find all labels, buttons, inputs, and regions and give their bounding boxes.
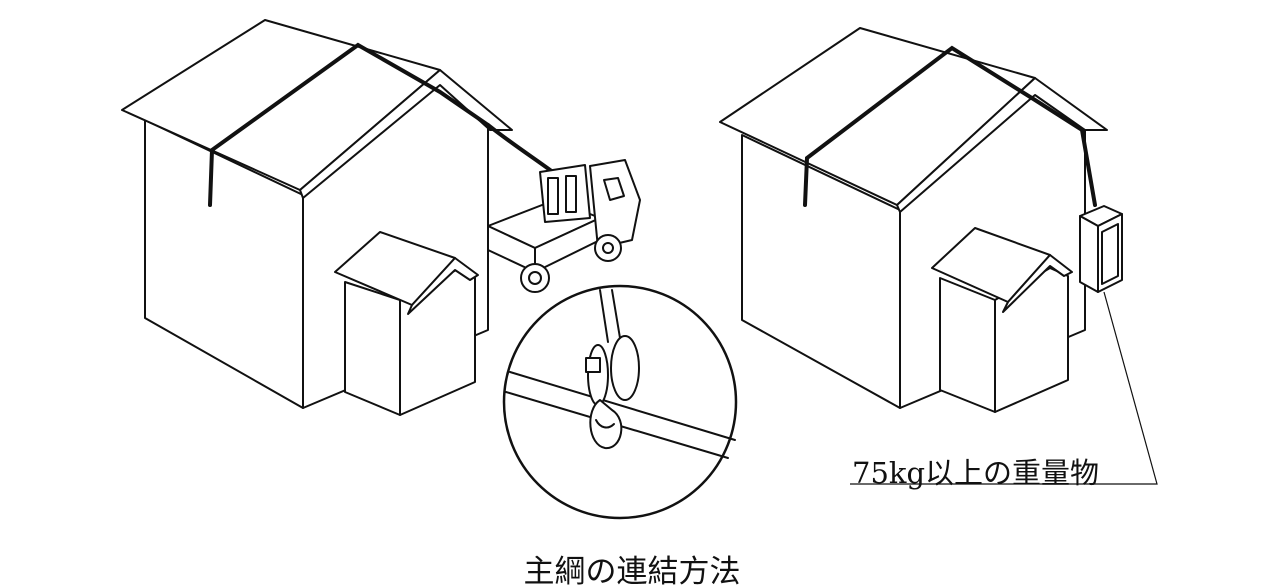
heavy-object [1079, 205, 1123, 293]
weight-box-side [1079, 215, 1099, 293]
truck-headboard-slot-2 [565, 175, 577, 213]
detail-circle [502, 284, 738, 520]
detail-bar-top [509, 371, 736, 441]
truck-headboard-slot-1 [547, 177, 559, 215]
right-main-rope [803, 45, 1097, 207]
detail-loop-knot [610, 335, 640, 401]
left-main-rope [208, 42, 490, 207]
truck-rear-wheel [520, 263, 550, 293]
left-house [121, 19, 572, 416]
right-annex-roof-edge [1002, 254, 1073, 313]
right-house-roof-far [896, 77, 1108, 213]
weight-box-front [1097, 213, 1123, 293]
truck-cab [589, 159, 641, 249]
left-annex-front [344, 281, 401, 416]
right-annex-front [939, 277, 996, 413]
left-house-roof-far [299, 69, 513, 199]
left-annex-roof-edge [407, 257, 479, 315]
truck-window [603, 177, 625, 201]
truck-front-wheel [594, 234, 622, 262]
truck [487, 159, 641, 293]
weight-note-label: 75kg以上の重量物 [852, 456, 1100, 490]
carabiner-icon [587, 344, 609, 406]
right-house [719, 27, 1108, 413]
connection-detail [502, 284, 738, 520]
leader-line [850, 291, 1158, 485]
figure-caption: 主綱の連結方法 [523, 554, 741, 586]
detail-hook [589, 399, 623, 450]
